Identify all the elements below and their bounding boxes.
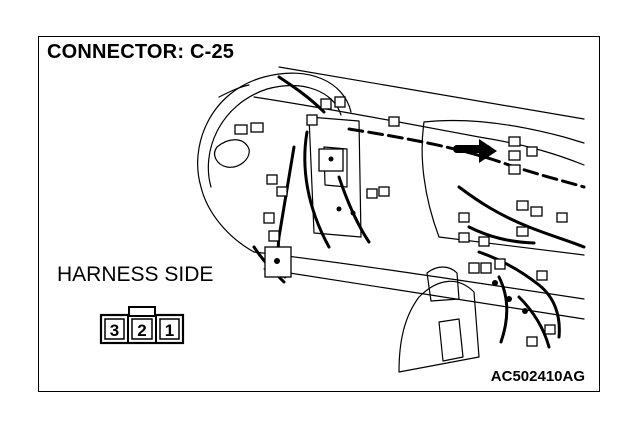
- reference-code: AC502410AG: [490, 368, 585, 385]
- dashboard-harness-illustration: 3 2 1: [99, 66, 586, 373]
- harness-side-label: HARNESS SIDE: [57, 263, 214, 286]
- connector-title: CONNECTOR: C-25: [47, 41, 235, 63]
- diagram-frame: 3 2 1 CONNECTOR: C-25 HARNESS SIDE AC502…: [38, 36, 600, 392]
- harness-connector-icon: 3 2 1: [99, 306, 185, 345]
- connector-pin-3: 3: [110, 321, 119, 340]
- connector-pin-2: 2: [137, 321, 146, 340]
- connector-pin-1: 1: [165, 321, 174, 340]
